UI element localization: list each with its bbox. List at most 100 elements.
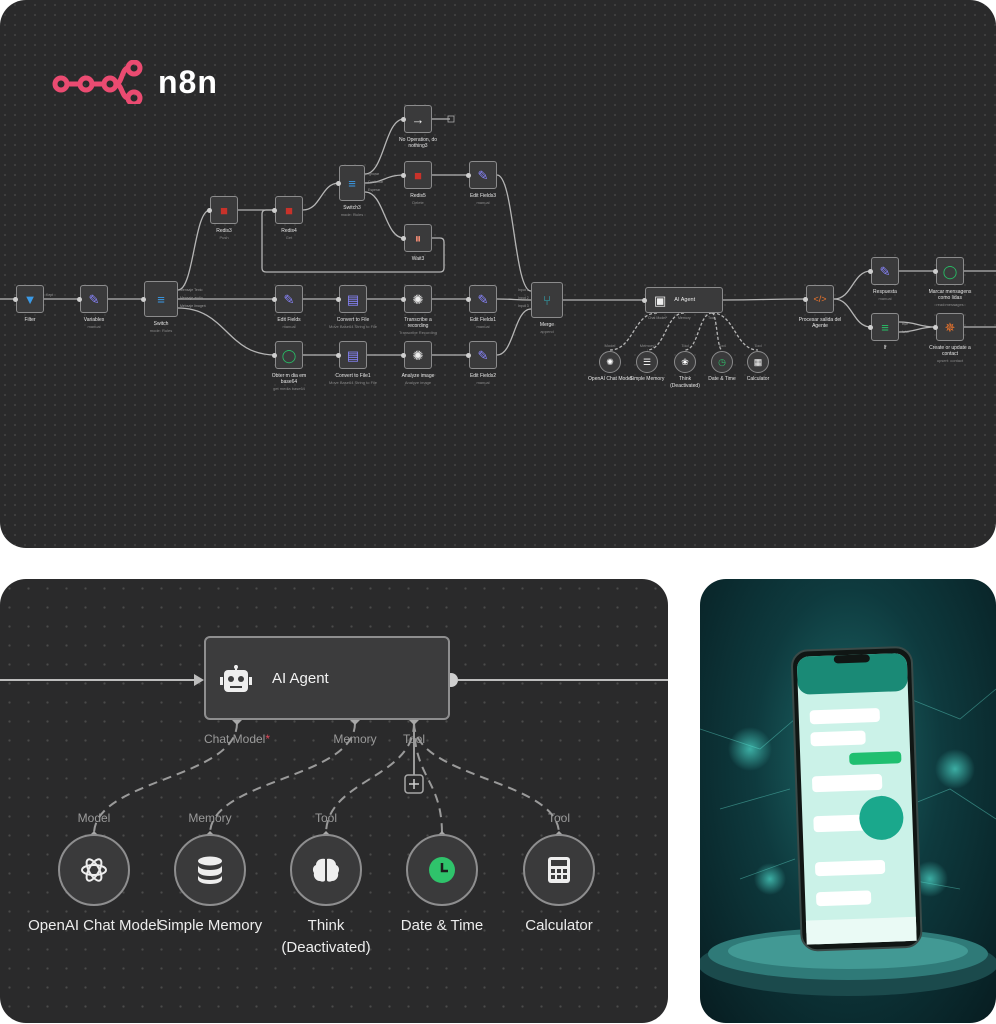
workflow-node-redis5[interactable]: ■ bbox=[404, 161, 432, 189]
openai-icon: ✺ bbox=[412, 291, 424, 307]
workflow-node-noop[interactable]: → bbox=[404, 105, 432, 133]
openai-chat-model-node[interactable] bbox=[58, 834, 130, 906]
workflow-node-edit2[interactable]: ✎ bbox=[469, 341, 497, 369]
workflow-node-if[interactable]: ≡ bbox=[871, 313, 899, 341]
node-label: Switch bbox=[153, 321, 169, 327]
workflow-node-edit1[interactable]: ✎ bbox=[469, 285, 497, 313]
input-port[interactable] bbox=[77, 296, 82, 302]
node-label: Analyze image bbox=[401, 373, 435, 379]
workflow-node-resp[interactable]: ✎ bbox=[871, 257, 899, 285]
add-node-button bbox=[447, 115, 455, 123]
agent-tool-node[interactable]: ▦ bbox=[747, 351, 769, 373]
brain-icon bbox=[312, 858, 340, 882]
workflow-node-variables[interactable]: ✎ bbox=[80, 285, 108, 313]
robot-icon bbox=[220, 665, 252, 692]
switch-icon: ≡ bbox=[348, 175, 356, 191]
input-port[interactable] bbox=[336, 296, 341, 302]
input-port[interactable] bbox=[868, 324, 873, 330]
workflow-node-redis3[interactable]: ■ bbox=[210, 196, 238, 224]
workflow-node-filter[interactable]: ▼ bbox=[16, 285, 44, 313]
workflow-node-procesar[interactable]: </> bbox=[806, 285, 834, 313]
input-port[interactable] bbox=[336, 180, 341, 186]
connection bbox=[722, 298, 807, 301]
node-subtitle: manual bbox=[476, 380, 490, 385]
workflow-node-switch[interactable]: ≡ bbox=[144, 281, 178, 317]
input-port[interactable] bbox=[642, 297, 647, 303]
input-port[interactable] bbox=[207, 207, 212, 213]
agent-tool-node[interactable]: ◷ bbox=[711, 351, 733, 373]
database-icon bbox=[198, 856, 222, 884]
connections-layer bbox=[0, 115, 996, 356]
pencil-icon: ✎ bbox=[477, 347, 489, 363]
input-port[interactable] bbox=[466, 296, 471, 302]
input-port[interactable] bbox=[868, 268, 873, 274]
workflow-node-edit[interactable]: ✎ bbox=[275, 285, 303, 313]
simple-memory-label: Simple Memory bbox=[157, 917, 263, 934]
redis-icon: ■ bbox=[414, 167, 422, 183]
workflow-node-merge[interactable]: ⑂ bbox=[531, 282, 563, 318]
node-label: Edit Fields1 bbox=[469, 317, 497, 323]
workflow-node-conv1[interactable]: ▤ bbox=[339, 341, 367, 369]
simple-memory-node[interactable] bbox=[174, 834, 246, 906]
node-label: Procesar salida del Agente bbox=[798, 317, 842, 329]
node-label: Merge bbox=[539, 322, 555, 328]
node-subtitle: Transcribe Recording bbox=[398, 330, 438, 335]
workflow-node-switch3[interactable]: ≡ bbox=[339, 165, 365, 201]
agent-tool-node[interactable]: ☰ bbox=[636, 351, 658, 373]
input-port[interactable] bbox=[933, 268, 938, 274]
workflow-node-analyze[interactable]: ✺ bbox=[404, 341, 432, 369]
openai-icon bbox=[81, 858, 107, 882]
filter-icon: ▼ bbox=[23, 291, 37, 307]
input-port[interactable] bbox=[336, 352, 341, 358]
input-port[interactable] bbox=[401, 116, 406, 122]
node-label: Convert to File bbox=[336, 317, 370, 323]
node-label: Redis3 bbox=[216, 228, 232, 234]
input-port[interactable] bbox=[401, 352, 406, 358]
input-port[interactable] bbox=[141, 296, 146, 302]
agent-sub-connection bbox=[646, 312, 685, 351]
agent-tool-node[interactable]: ✺ bbox=[599, 351, 621, 373]
node-label: If bbox=[883, 345, 887, 351]
input-port[interactable] bbox=[401, 235, 406, 241]
input-port[interactable] bbox=[933, 324, 938, 330]
input-port[interactable] bbox=[272, 352, 277, 358]
redis-icon: ■ bbox=[220, 202, 228, 218]
ai-agent-zoom-canvas[interactable]: AI Agent Chat Model* Memory Tool Model M… bbox=[0, 579, 668, 1023]
input-port[interactable] bbox=[401, 296, 406, 302]
input-port[interactable] bbox=[13, 296, 18, 302]
agent-tool-slot-label: Tool bbox=[718, 343, 726, 348]
clock-icon: ◷ bbox=[718, 356, 726, 367]
input-port[interactable] bbox=[803, 296, 808, 302]
tool-connection-think bbox=[325, 722, 415, 835]
pencil-icon: ✎ bbox=[283, 291, 295, 307]
think-node[interactable] bbox=[290, 834, 362, 906]
workflow-node-trans[interactable]: ✺ bbox=[404, 285, 432, 313]
workflow-node-obter[interactable]: ◯ bbox=[275, 341, 303, 369]
input-port[interactable] bbox=[272, 296, 277, 302]
input-port[interactable] bbox=[466, 172, 471, 178]
agent-sub-connection bbox=[711, 312, 759, 351]
brain-icon: ❀ bbox=[681, 356, 689, 367]
workflow-node-agent[interactable]: ▣AI Agent bbox=[645, 287, 723, 313]
workflow-node-conv[interactable]: ▤ bbox=[339, 285, 367, 313]
date-time-node[interactable] bbox=[406, 834, 478, 906]
port-label: Input 1 bbox=[518, 288, 529, 292]
code-icon: </> bbox=[813, 293, 827, 304]
agent-tool-node[interactable]: ❀ bbox=[674, 351, 696, 373]
connection bbox=[496, 298, 532, 301]
workflow-node-hub[interactable]: ✵ bbox=[936, 313, 964, 341]
calculator-node[interactable] bbox=[523, 834, 595, 906]
connection bbox=[898, 326, 937, 333]
input-port[interactable] bbox=[401, 172, 406, 178]
if-icon: ≡ bbox=[881, 319, 889, 335]
node-subtitle: Get bbox=[285, 235, 293, 240]
workflow-node-marcar[interactable]: ◯ bbox=[936, 257, 964, 285]
workflow-node-edit3[interactable]: ✎ bbox=[469, 161, 497, 189]
input-port[interactable] bbox=[466, 352, 471, 358]
workflow-node-redis4[interactable]: ■ bbox=[275, 196, 303, 224]
node-subtitle: Delete bbox=[412, 200, 424, 205]
openai-icon: ✺ bbox=[412, 347, 424, 363]
input-port[interactable] bbox=[272, 207, 277, 213]
workflow-node-wait3[interactable]: ⏸ bbox=[404, 224, 432, 252]
